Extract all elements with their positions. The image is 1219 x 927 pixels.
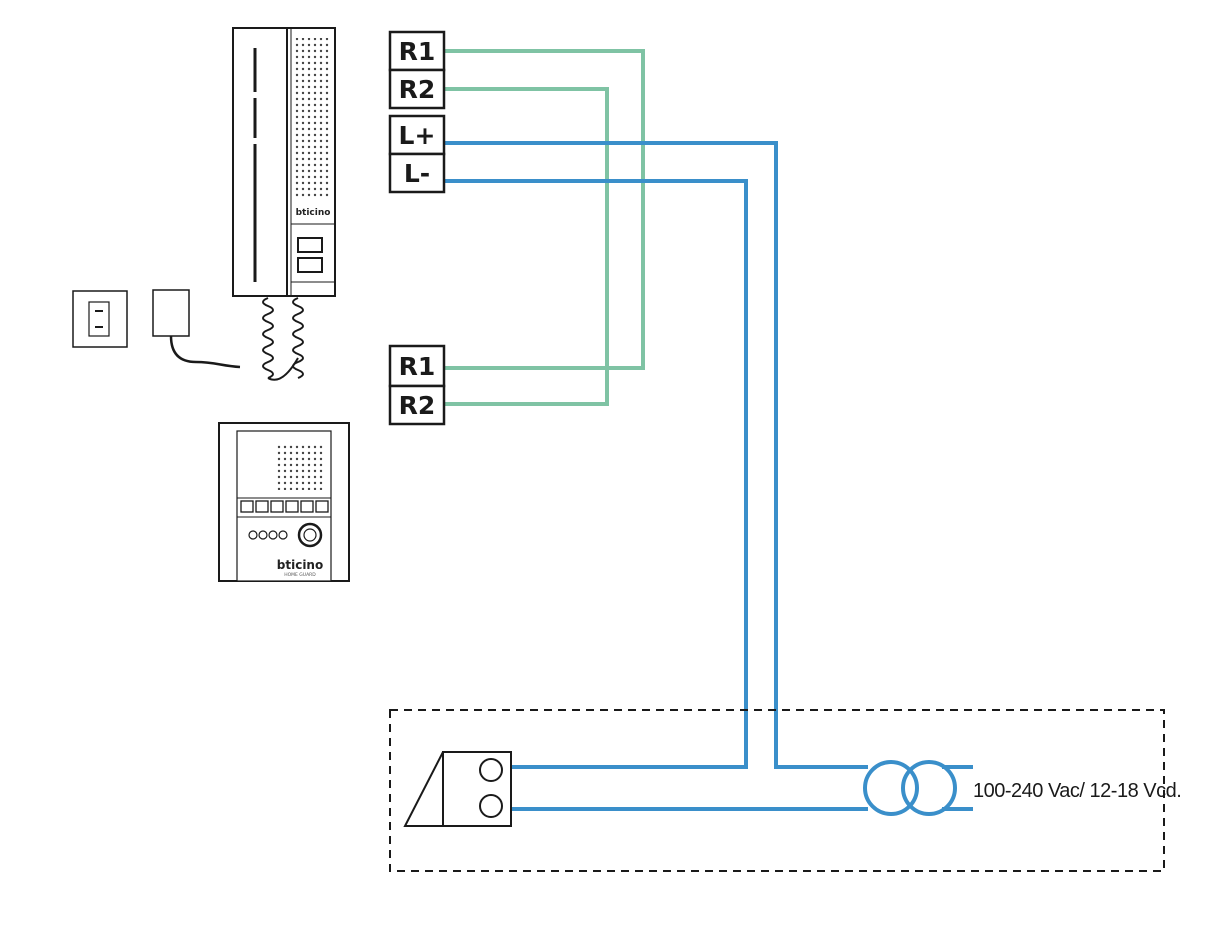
handset-speaker-grille (295, 38, 331, 198)
bottom-terminal-block: R1 R2 (388, 344, 446, 426)
ring-wires (444, 49, 645, 406)
terminal-label-r1: R1 (399, 37, 436, 66)
power-supply-label: 100-240 Vac/ 12-18 Vcd. (973, 780, 1181, 802)
panel-keypad-dots (248, 530, 288, 540)
panel-speaker-grille (277, 445, 323, 490)
power-adapter (152, 289, 241, 369)
terminal-label-bottom-r1: R1 (399, 352, 436, 381)
panel-subtitle-label: HOME GUARD (284, 572, 316, 578)
wire-l-plus (444, 141, 868, 769)
handset-unit: bticino (232, 27, 336, 297)
door-entry-panel: bticino HOME GUARD (218, 422, 350, 582)
wire-l-minus (444, 179, 748, 769)
wire-r2 (444, 87, 609, 406)
handset-button-bottom (297, 257, 323, 273)
panel-call-buttons (240, 500, 329, 513)
top-terminal-block: R1 R2 L+ L- (388, 30, 446, 194)
line-wires (444, 141, 973, 811)
terminal-label-bottom-r2: R2 (399, 391, 436, 420)
terminal-label-l-minus: L- (404, 159, 430, 188)
handset-button-top (297, 237, 323, 253)
wire-r1 (444, 49, 645, 370)
handset-coiled-cord (262, 297, 304, 381)
lock-terminal-bottom (479, 794, 503, 818)
power-supply-enclosure (389, 709, 1165, 872)
lock-terminal-top (479, 758, 503, 782)
wall-outlet (72, 290, 128, 348)
terminal-label-l-plus: L+ (399, 121, 436, 150)
handset-brand-label: bticino (296, 208, 331, 218)
panel-brand-label: bticino (277, 558, 323, 572)
terminal-label-r2: R2 (399, 75, 436, 104)
door-lock-release (403, 751, 512, 827)
transformer-symbol (863, 760, 957, 816)
